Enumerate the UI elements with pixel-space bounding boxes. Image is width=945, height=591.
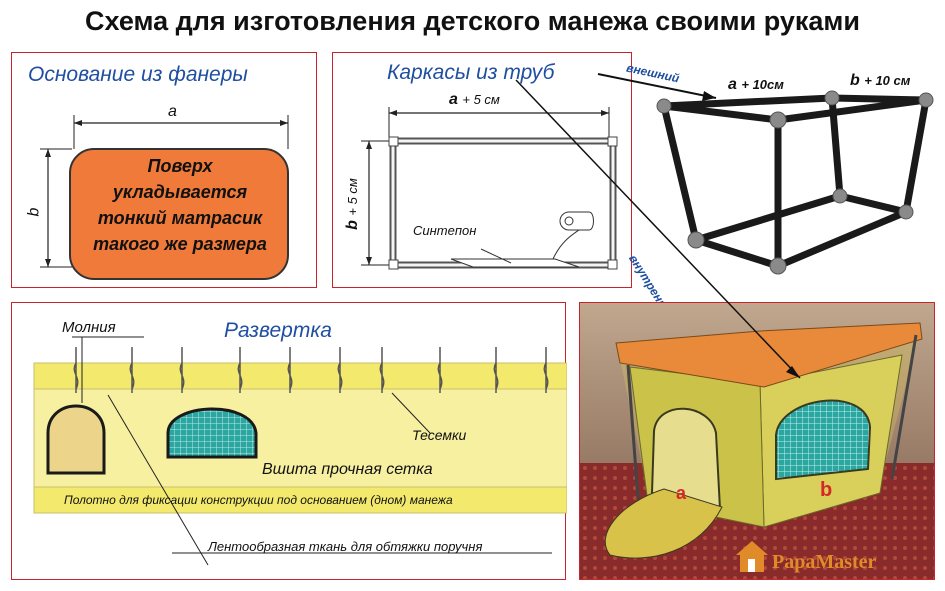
frame-dim-a: a <box>449 91 458 108</box>
zipper-door <box>46 404 106 475</box>
outer-dim-b: b <box>850 72 860 89</box>
watermark-part2: Master <box>815 551 877 573</box>
photo-label-a: a <box>676 483 687 503</box>
zipper-label: Молния <box>62 319 116 336</box>
mattress-note-line: Поверх <box>147 156 213 176</box>
playpen-mesh-window <box>775 399 872 481</box>
frame-dim-b: b <box>343 220 361 230</box>
frame-dim-b-suffix: + 5 см <box>344 178 360 216</box>
plywood-board <box>69 148 289 280</box>
pipe-frames-panel: Каркасы из труб a + 5 см b + 5 см Синтеп… <box>332 52 632 288</box>
photo-label-b: b <box>820 479 833 501</box>
dim-b-label: b <box>25 207 43 217</box>
mattress-note-line: тонкий матрасик <box>97 208 263 228</box>
watermark: PapaMaster <box>772 551 876 574</box>
bottom-strip-label: Полотно для фиксации конструкции под осн… <box>64 493 453 507</box>
unfold-title: Развертка <box>224 319 332 342</box>
frame-dim-a-suffix: + 5 см <box>462 92 500 107</box>
mesh-label: Вшита прочная сетка <box>262 461 433 478</box>
outer-dim-b-suffix: + 10 см <box>864 73 911 88</box>
watermark-part1: Papa <box>772 551 816 573</box>
mattress-note: Поверх укладывается тонкий матрасик тако… <box>72 153 288 257</box>
pipe-frames-title: Каркасы из труб <box>387 61 555 84</box>
pipe-frame-outer <box>389 137 617 269</box>
plywood-base-panel: Основание из фанеры a b Поверх укладывае… <box>11 52 317 288</box>
ribbon-label: Лентообразная ткань для обтяжки поручня <box>208 539 483 554</box>
frame-external-label: внешний <box>625 60 681 86</box>
playpen-door-flap <box>604 488 723 559</box>
outer-dim-a-label: a + 10см <box>728 76 784 94</box>
synthetic-filler-roll <box>450 258 580 268</box>
synthetic-filler-label: Синтепон <box>413 223 477 238</box>
mattress-note-line: укладывается <box>112 182 248 202</box>
dim-a-label: a <box>168 103 177 120</box>
frame-dim-b-label: b + 5 см <box>344 178 362 230</box>
mesh-window <box>166 407 258 459</box>
ties-label: Тесемки <box>412 427 467 443</box>
page-title: Схема для изготовления детского манежа с… <box>85 6 860 36</box>
outer-dim-b-label: b + 10 см <box>850 72 910 90</box>
playpen-photo-panel: a b PapaMaster <box>579 302 935 580</box>
plywood-base-title: Основание из фанеры <box>28 63 248 86</box>
playpen-photo <box>580 303 934 579</box>
playpen-door <box>650 407 722 511</box>
watermark-house-icon <box>736 541 768 572</box>
outer-dim-a-suffix: + 10см <box>741 77 784 92</box>
unfold-drawing <box>33 336 567 566</box>
mattress-note-line: такого же размера <box>93 234 267 254</box>
plywood-base-drawing <box>40 115 289 280</box>
frame-dim-a-label: a + 5 см <box>449 91 500 109</box>
unfold-panel: Молния Развертка Тесемки Вшита прочная с… <box>11 302 567 580</box>
pipe-frames-drawing <box>361 107 618 270</box>
outer-dim-a: a <box>728 76 737 93</box>
